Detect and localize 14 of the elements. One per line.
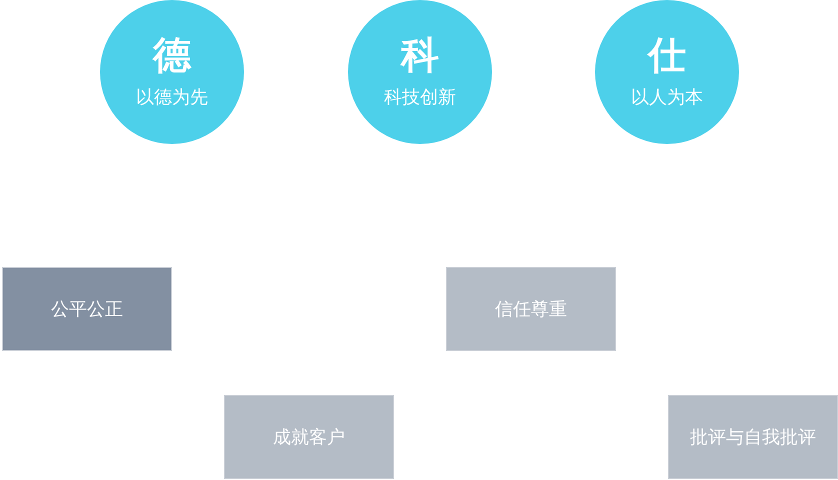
card-text: 公平公正 [51, 298, 123, 321]
circle-subtitle: 以人为本 [631, 86, 703, 109]
value-card [2, 267, 172, 351]
circle-heading: 科 [401, 35, 439, 79]
value-card [224, 395, 394, 479]
card-text: 成就客户 [273, 426, 345, 449]
circle-heading: 仕 [648, 35, 686, 79]
circle-subtitle: 以德为先 [136, 86, 208, 109]
value-card [668, 395, 838, 479]
card-text: 信任尊重 [495, 298, 567, 321]
value-card [446, 267, 616, 351]
circle-subtitle: 科技创新 [384, 86, 456, 109]
card-text: 批评与自我批评 [690, 426, 816, 449]
circle-heading: 德 [153, 35, 191, 79]
